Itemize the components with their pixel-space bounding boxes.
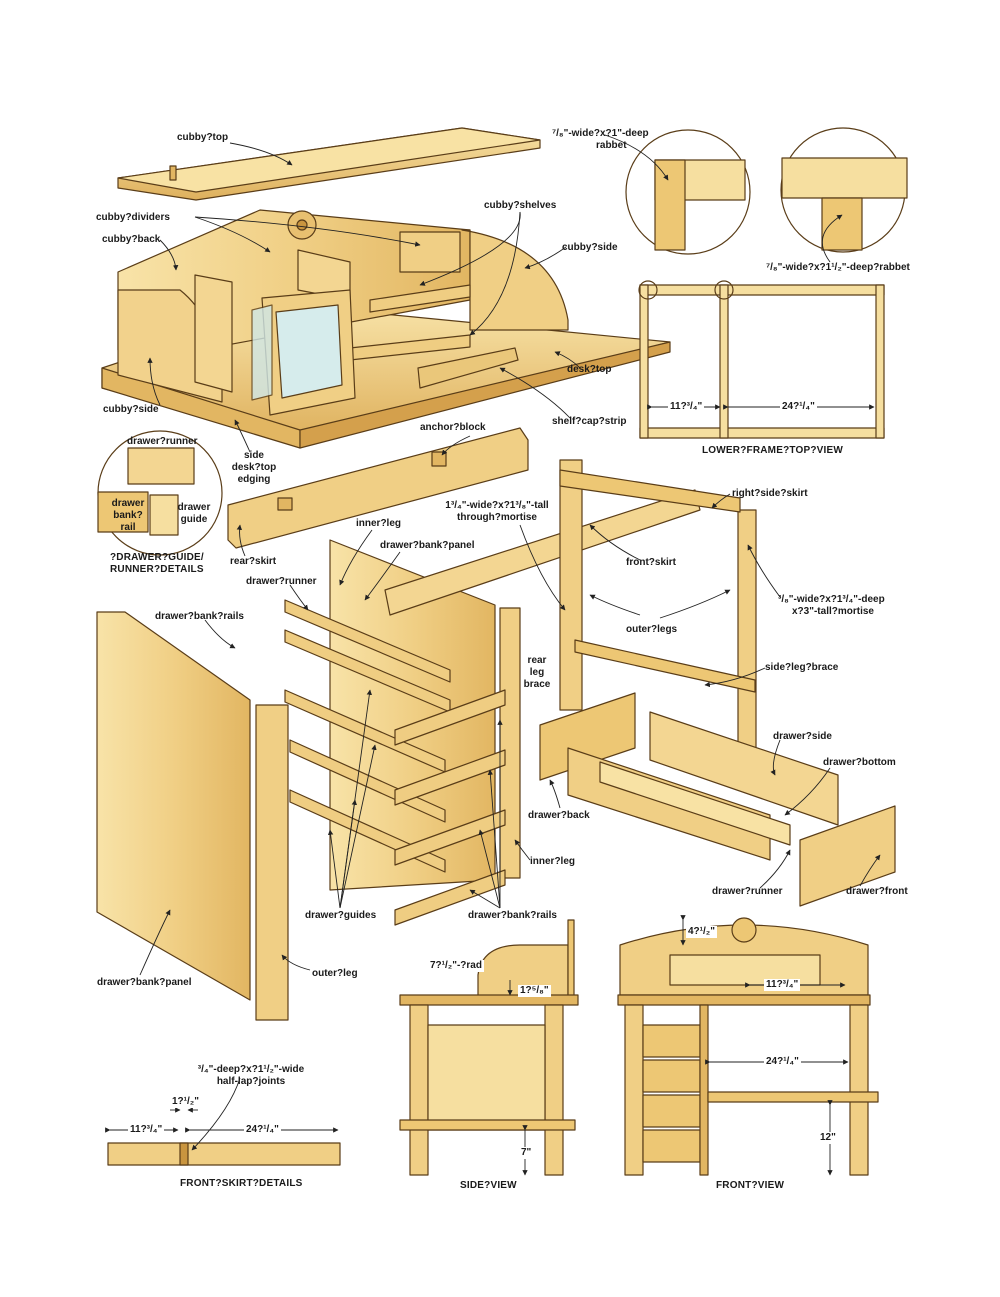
label-rear-leg-brace-line3: brace (523, 679, 551, 690)
label-rear-leg-brace-line1: rear (527, 655, 547, 666)
label-through-mortise: 1³/₄"-wide?x?1³/₈"-tall through?mortise (430, 500, 564, 524)
caption-side-view: SIDE?VIEW (460, 1180, 517, 1191)
label-front-skirt: front?skirt (626, 557, 676, 568)
label-through-mortise-line2: through?mortise (457, 512, 537, 523)
label-half-lap-joints: ³/₄"-deep?x?1¹/₂"-wide half-lap?joints (186, 1064, 316, 1088)
dim-skirt-gap: 1?¹/₂" (170, 1096, 201, 1108)
label-side-edging-line1: side (243, 450, 264, 461)
drawer-bank-panel-front (96, 611, 289, 1021)
rabbet-detail-left (625, 129, 751, 300)
label-cubby-side-left: cubby?side (103, 404, 159, 415)
dim-side-height: 1?⁵/₈" (518, 985, 551, 997)
caption-front-view: FRONT?VIEW (716, 1180, 785, 1191)
label-desk-top: desk?top (567, 364, 612, 375)
label-drawer-bank-panel-bottom: drawer?bank?panel (97, 977, 192, 988)
label-side-edging-line3: edging (237, 474, 271, 485)
rabbet-detail-right (714, 127, 908, 300)
label-detail-bank-rail-line3: rail (120, 522, 136, 533)
label-through-mortise-line1: 1³/₄"-wide?x?1³/₈"-tall (445, 500, 549, 511)
label-cubby-side-right: cubby?side (562, 242, 618, 253)
caption-guide-runner-details: ?DRAWER?GUIDE/ RUNNER?DETAILS (110, 552, 218, 576)
dim-side-radius: 7?¹/₂"-?rad (428, 960, 484, 972)
label-rear-leg-brace-line2: leg (529, 667, 545, 678)
label-drawer-bank-panel-top: drawer?bank?panel (380, 540, 475, 551)
label-side-leg-brace: side?leg?brace (765, 662, 839, 673)
label-rabbet-top: ⁷/₈"-wide?x?1"-deep rabbet (552, 128, 649, 152)
label-drawer-bottom: drawer?bottom (823, 757, 896, 768)
dim-front-opening: 24?¹/₄" (764, 1056, 801, 1068)
label-side-mortise-line2: x?3"-tall?mortise (792, 606, 874, 617)
label-side-edging: side desk?top edging (228, 450, 280, 486)
label-detail-guide-line1: drawer (177, 502, 211, 513)
rear-skirt-board (227, 427, 529, 549)
label-rabbet-right: ⁷/₈"-wide?x?1¹/₂"-deep?rabbet (766, 262, 910, 273)
label-inner-leg-top: inner?leg (356, 518, 402, 529)
label-detail-guide: drawer guide (174, 502, 214, 526)
shelf-cap-strip (417, 347, 519, 389)
label-rabbet-top-line2: rabbet (596, 140, 627, 151)
label-cubby-top: cubby?top (177, 132, 229, 143)
label-cubby-back: cubby?back (102, 234, 161, 245)
label-side-mortise: ³/₈"-wide?x?1³/₄"-deep x?3"-tall?mortise (778, 594, 885, 618)
dim-skirt-left: 11?³/₄" (128, 1124, 165, 1136)
label-shelf-cap-strip: shelf?cap?strip (552, 416, 627, 427)
dim-front-cubby: 11?³/₄" (764, 979, 801, 991)
label-cubby-shelves: cubby?shelves (484, 200, 557, 211)
label-rear-skirt: rear?skirt (230, 556, 277, 567)
label-drawer-front: drawer?front (846, 886, 908, 897)
front-skirt-detail-drawing (107, 1142, 341, 1166)
label-inner-leg-bottom: inner?leg (530, 856, 576, 867)
cubby-side-right (461, 229, 569, 331)
cubby-top-board (117, 127, 541, 201)
leg-frame-assembly (384, 459, 757, 879)
label-outer-legs: outer?legs (626, 624, 678, 635)
cubby-shelves (349, 231, 471, 361)
dim-side-brace: 7" (519, 1147, 534, 1159)
label-cubby-dividers: cubby?dividers (96, 212, 170, 223)
side-view-drawing (399, 919, 579, 1176)
label-side-mortise-line1: ³/₈"-wide?x?1³/₄"-deep (778, 594, 885, 605)
dim-lower-frame-right: 24?¹/₄" (780, 401, 817, 413)
label-half-lap-line1: ³/₄"-deep?x?1¹/₂"-wide (197, 1064, 305, 1075)
label-drawer-bank-rails-top: drawer?bank?rails (155, 611, 244, 622)
label-half-lap-line2: half-lap?joints (216, 1076, 286, 1087)
dim-lower-frame-left: 11?³/₄" (668, 401, 705, 413)
label-drawer-guides: drawer?guides (305, 910, 377, 921)
drawer-rails (284, 599, 506, 926)
glass-door (251, 289, 356, 416)
caption-guide-runner-line2: RUNNER?DETAILS (110, 564, 204, 575)
caption-lower-frame: LOWER?FRAME?TOP?VIEW (702, 445, 844, 456)
label-rabbet-top-line1: ⁷/₈"-wide?x?1"-deep (552, 128, 649, 139)
label-detail-bank-rail-line2: bank? (113, 510, 143, 521)
label-outer-leg: outer?leg (312, 968, 358, 979)
label-drawer-runner-mid: drawer?runner (246, 576, 317, 587)
label-rear-leg-brace: rear leg brace (522, 655, 552, 691)
caption-front-skirt: FRONT?SKIRT?DETAILS (180, 1178, 303, 1189)
dim-skirt-right: 24?¹/₄" (244, 1124, 281, 1136)
cubby-dividers (194, 249, 351, 393)
drawer-parts (539, 692, 896, 907)
dim-front-brace: 12" (818, 1132, 838, 1144)
label-drawer-runner-bottom: drawer?runner (712, 886, 783, 897)
label-detail-bank-rail: drawer bank? rail (108, 498, 148, 534)
label-drawer-side: drawer?side (773, 731, 832, 742)
label-detail-runner: drawer?runner (127, 436, 198, 447)
label-drawer-back: drawer?back (528, 810, 590, 821)
leader-lines (139, 134, 881, 1151)
dim-front-arch: 4?¹/₂" (686, 926, 717, 938)
caption-guide-runner-line1: ?DRAWER?GUIDE/ (110, 552, 204, 563)
label-right-side-skirt: right?side?skirt (732, 488, 808, 499)
label-detail-bank-rail-line1: drawer (111, 498, 145, 509)
label-drawer-bank-rails-bottom: drawer?bank?rails (468, 910, 557, 921)
guide-runner-detail (97, 430, 223, 556)
front-view-drawing (617, 917, 879, 1176)
lower-frame-top-view (639, 284, 885, 439)
label-detail-guide-line2: guide (180, 514, 208, 525)
label-side-edging-line2: desk?top (231, 462, 277, 473)
label-anchor-block: anchor?block (420, 422, 486, 433)
